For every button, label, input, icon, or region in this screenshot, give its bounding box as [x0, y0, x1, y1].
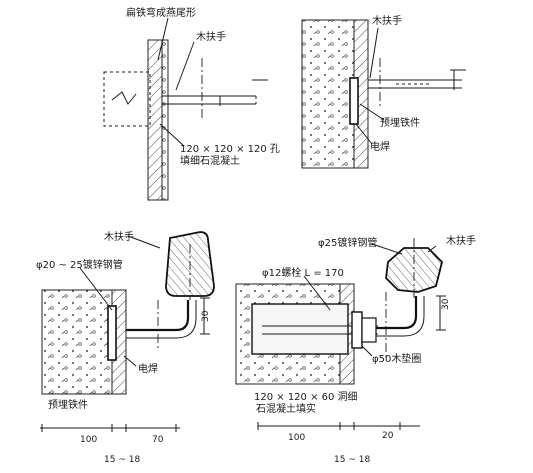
- detail-b: 木扶手 预埋铁件 电焊: [301, 14, 466, 169]
- label-b-embed: 预埋铁件: [380, 116, 420, 129]
- dim-d-15-18: 15 ~ 18: [334, 455, 370, 465]
- label-d-bolt: φ12螺栓 L = 170: [262, 266, 344, 279]
- label-d-handrail: 木扶手: [446, 234, 476, 247]
- dim-c-30: 30: [201, 310, 211, 322]
- label-c-handrail: 木扶手: [104, 230, 134, 243]
- label-d-fill: 石混凝土填实: [256, 402, 316, 415]
- dim-c-15-18: 15 ~ 18: [104, 455, 140, 465]
- label-a-hole: 120 × 120 × 120 孔: [180, 143, 280, 155]
- label-c-embed: 预埋铁件: [48, 398, 88, 411]
- label-c-weld: 电焊: [138, 362, 158, 375]
- detail-c: 30 100 70 15 ~ 18 木扶手 φ20 ~ 25镀锌钢管 电焊 预埋…: [36, 230, 215, 465]
- label-d-pad: φ50木垫圈: [372, 352, 421, 365]
- dim-d-30: 30: [441, 298, 451, 310]
- handrail-wood-d: [385, 247, 443, 293]
- label-d-pipe: φ25镀锌钢管: [318, 236, 377, 249]
- dim-d-100: 100: [288, 433, 305, 443]
- detail-d: 30 100 20 15 ~ 18 φ25镀锌钢管 木扶手 φ12螺栓 L = …: [235, 234, 476, 465]
- detail-a: 扁铁弯成燕尾形 木扶手 120 × 120 × 120 孔 填细石混凝土: [103, 6, 280, 201]
- label-a-fill: 填细石混凝土: [180, 154, 240, 167]
- dim-c-100: 100: [80, 435, 97, 445]
- dim-d-20: 20: [382, 431, 394, 441]
- label-a-handrail: 木扶手: [196, 30, 226, 43]
- label-d-hole: 120 × 120 × 60 洞细: [254, 390, 358, 403]
- label-b-weld: 电焊: [370, 140, 390, 153]
- label-c-pipe: φ20 ~ 25镀锌钢管: [36, 258, 123, 271]
- label-b-handrail: 木扶手: [372, 14, 402, 27]
- dim-c-70: 70: [152, 435, 164, 445]
- label-a-bend: 扁铁弯成燕尾形: [126, 6, 196, 19]
